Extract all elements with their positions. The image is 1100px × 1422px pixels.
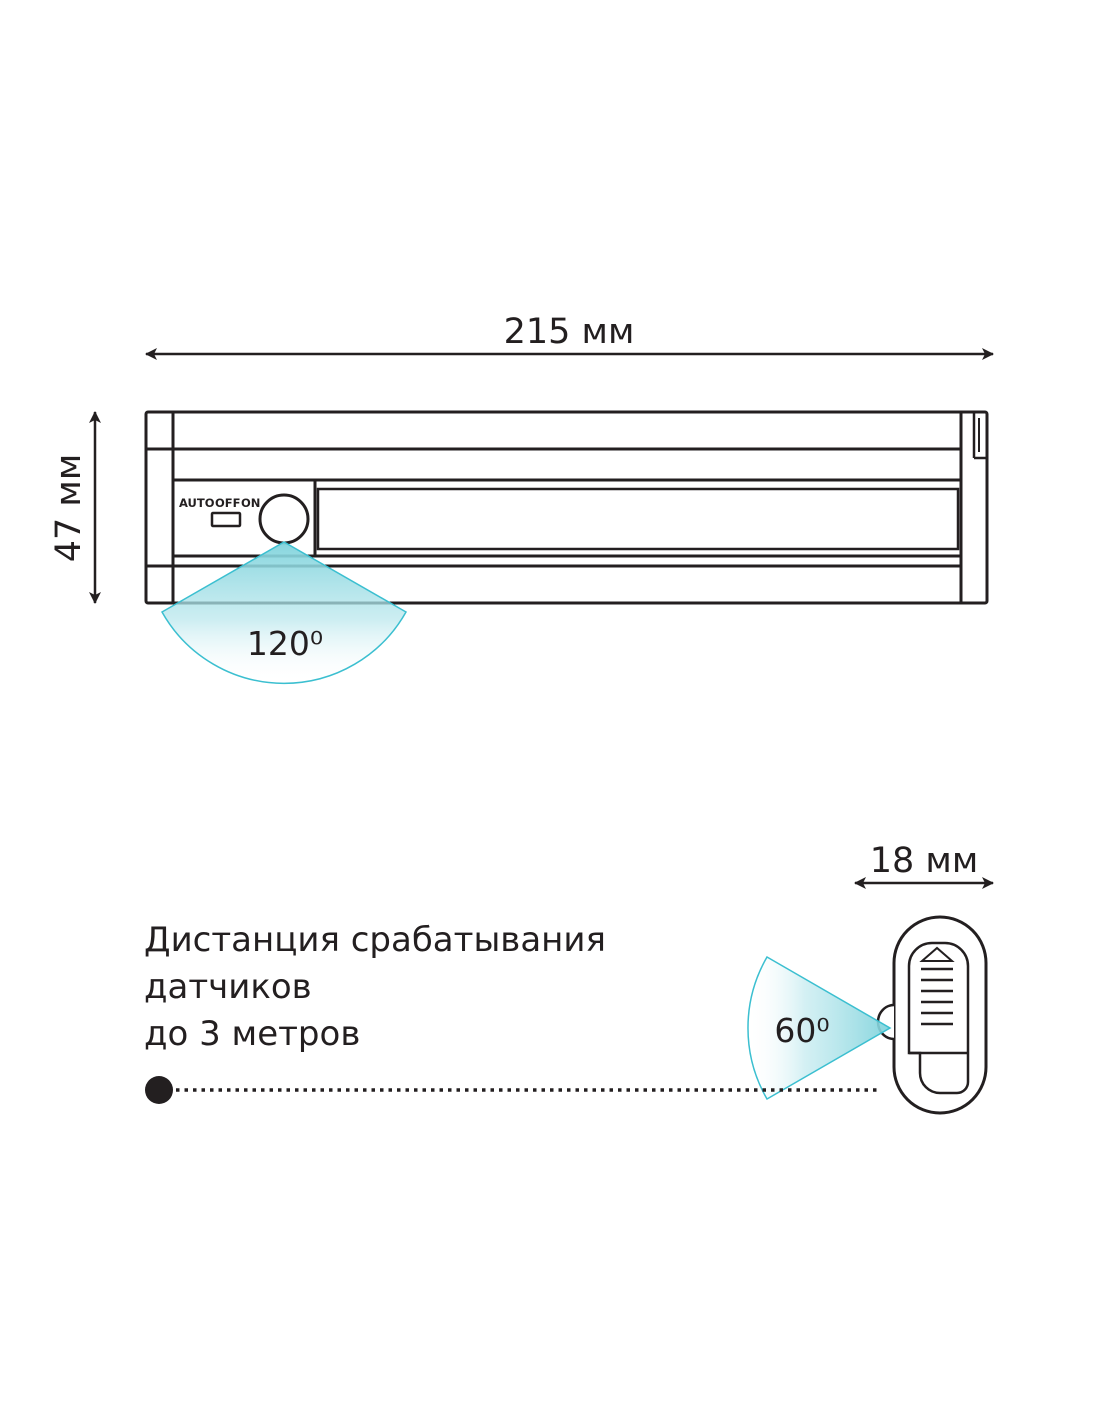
switch-slider[interactable] xyxy=(210,511,242,528)
depth-dimension-label: 18 мм xyxy=(870,841,978,881)
light-diffuser xyxy=(316,487,960,551)
description-line-3: до 3 метров xyxy=(144,1014,361,1054)
motion-sensor xyxy=(258,493,310,545)
lamp-outer-body xyxy=(144,410,989,605)
angle-label-120: 120⁰ xyxy=(247,624,323,663)
detection-cone-60 xyxy=(747,955,892,1101)
detection-origin-dot xyxy=(145,1076,173,1104)
switch-label-auto: AUTO xyxy=(179,496,215,510)
up-arrow-icon xyxy=(919,946,955,962)
description-line-1: Дистанция срабатывания xyxy=(144,920,606,960)
lamp-side-view xyxy=(876,915,988,1115)
switch-label-on: ON xyxy=(241,496,260,510)
detection-distance-description: Дистанция срабатывания датчиков до 3 мет… xyxy=(144,917,744,1058)
switch-label-off: OFF xyxy=(215,496,241,510)
description-line-2: датчиков xyxy=(144,967,312,1007)
height-dimension-label: 47 мм xyxy=(49,454,89,562)
mode-switch[interactable]: AUTO OFF ON xyxy=(179,496,260,528)
detection-cone-120 xyxy=(160,541,408,684)
angle-label-60: 60⁰ xyxy=(774,1011,829,1050)
width-dimension-label: 215 мм xyxy=(504,312,635,352)
